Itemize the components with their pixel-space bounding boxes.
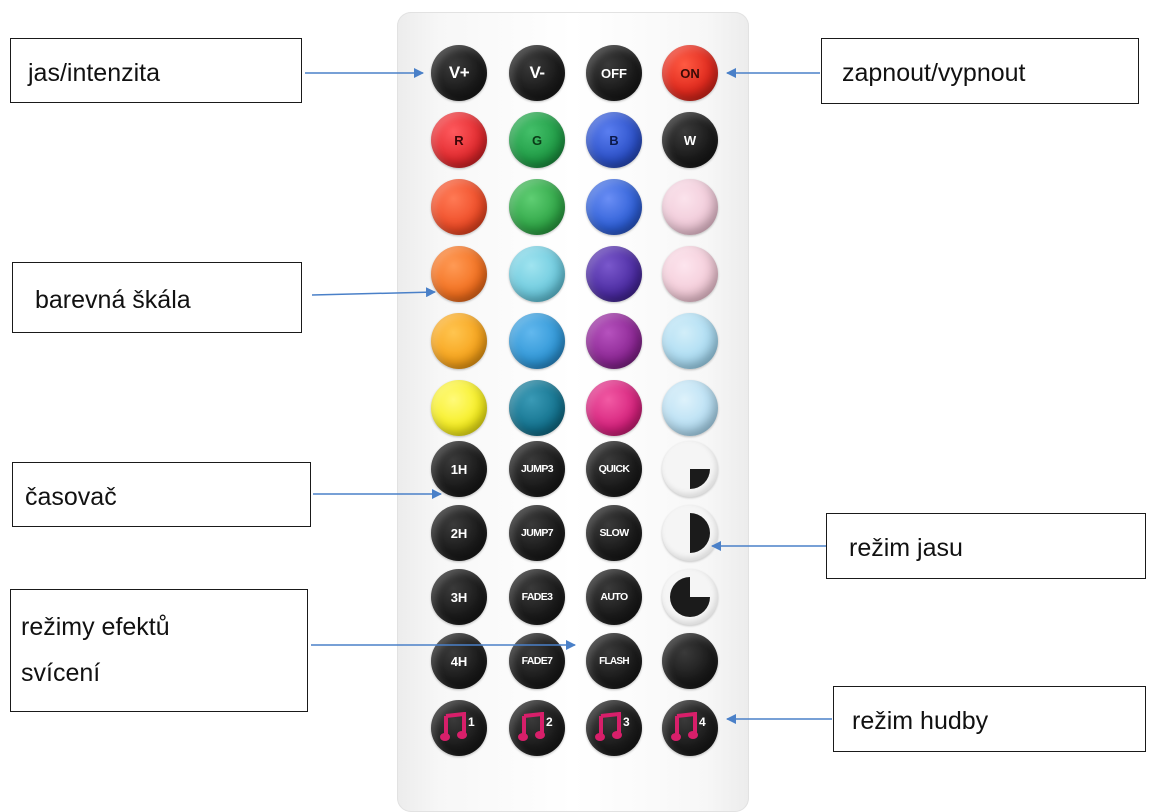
quarter-pie-icon [690,469,710,489]
label-effect-modes: režimy efektů svícení [10,589,308,712]
fade7-button[interactable]: FADE7 [509,633,565,689]
music-mode-2-button[interactable]: 2 [509,700,565,756]
timer-3h-button[interactable]: 3H [431,569,487,625]
arrow-color-scale [311,287,436,298]
color-button[interactable] [431,246,487,302]
auto-button[interactable]: AUTO [586,569,642,625]
color-button[interactable] [586,246,642,302]
color-button[interactable] [431,179,487,235]
quick-button[interactable]: QUICK [586,441,642,497]
half-pie-icon [690,513,710,553]
red-button[interactable]: R [431,112,487,168]
three-quarter-pie-icon [670,577,710,617]
music-mode-1-button[interactable]: 1 [431,700,487,756]
color-button[interactable] [662,179,718,235]
music-note-icon [595,712,622,741]
color-button[interactable] [662,246,718,302]
music-mode-4-button[interactable]: 4 [662,700,718,756]
color-button[interactable] [509,179,565,235]
jump7-button[interactable]: JUMP7 [509,505,565,561]
color-button[interactable] [431,313,487,369]
color-button[interactable] [431,380,487,436]
on-button[interactable]: ON [662,45,718,101]
green-button[interactable]: G [509,112,565,168]
brightness-three-quarter-button[interactable] [662,569,718,625]
color-button[interactable] [509,246,565,302]
label-music-mode: režim hudby [833,686,1146,752]
brightness-quarter-button[interactable] [662,441,718,497]
label-brightness-mode: režim jasu [826,513,1146,579]
music-note-icon [440,712,467,741]
music-note-icon [671,712,698,741]
flash-button[interactable]: FLASH [586,633,642,689]
label-color-scale: barevná škála [12,262,302,333]
color-button[interactable] [509,313,565,369]
music-mode-3-button[interactable]: 3 [586,700,642,756]
color-button[interactable] [662,313,718,369]
color-button[interactable] [586,380,642,436]
fade3-button[interactable]: FADE3 [509,569,565,625]
color-button[interactable] [586,179,642,235]
jump3-button[interactable]: JUMP3 [509,441,565,497]
white-button[interactable]: W [662,112,718,168]
brightness-half-button[interactable] [662,505,718,561]
color-button[interactable] [586,313,642,369]
brightness-full-button[interactable] [662,633,718,689]
label-brightness: jas/intenzita [10,38,302,103]
timer-4h-button[interactable]: 4H [431,633,487,689]
brightness-up-button[interactable]: V+ [431,45,487,101]
off-button[interactable]: OFF [586,45,642,101]
color-button[interactable] [509,380,565,436]
label-timer: časovač [12,462,311,527]
timer-2h-button[interactable]: 2H [431,505,487,561]
color-button[interactable] [662,380,718,436]
brightness-down-button[interactable]: V- [509,45,565,101]
timer-1h-button[interactable]: 1H [431,441,487,497]
slow-button[interactable]: SLOW [586,505,642,561]
label-power: zapnout/vypnout [821,38,1139,104]
music-note-icon [518,712,545,741]
blue-button[interactable]: B [586,112,642,168]
